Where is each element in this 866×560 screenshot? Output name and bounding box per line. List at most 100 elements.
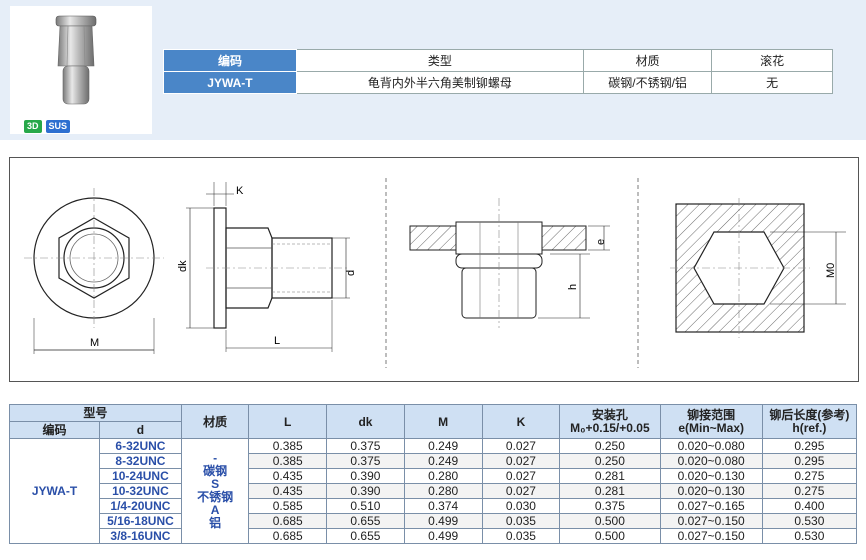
table-row: 3/8-16UNC 0.685 0.655 0.499 0.035 0.500 … [10, 528, 858, 544]
row-d[interactable]: 10-24UNC [99, 468, 182, 484]
header-height-title: 铆后长度(参考) [769, 407, 850, 422]
material-value: 碳钢/不锈钢/铝 [582, 71, 713, 94]
row-grip: 0.027~0.165 [659, 498, 763, 514]
table-row: 10-32UNC 0.435 0.390 0.280 0.027 0.281 0… [10, 483, 858, 499]
row-d[interactable]: 1/4-20UNC [99, 498, 182, 514]
row-dk: 0.375 [326, 438, 405, 454]
row-d[interactable]: 5/16-18UNC [99, 513, 182, 529]
end-view: M [24, 188, 164, 354]
header-d: d [99, 421, 182, 439]
row-h: 0.295 [761, 438, 858, 454]
row-grip: 0.027~0.150 [659, 513, 763, 529]
header-material: 材质 [180, 404, 250, 439]
row-grip: 0.027~0.150 [659, 528, 763, 544]
row-dk: 0.390 [326, 468, 405, 484]
product-thumbnail[interactable]: 3D SUS [10, 6, 152, 134]
header-K: K [481, 404, 561, 439]
label-dk: dk [177, 260, 189, 272]
header-grip-sub: e(Min~Max) [678, 420, 744, 435]
header-code: 编码 [8, 421, 101, 439]
table-row: 8-32UNC 0.385 0.375 0.249 0.027 0.250 0.… [10, 453, 858, 469]
header-dk: dk [326, 404, 405, 439]
row-L: 0.585 [248, 498, 328, 514]
row-L: 0.385 [248, 453, 328, 469]
installed-section-view: e h [409, 198, 610, 328]
material-line: - [213, 451, 218, 465]
label-M: M [90, 337, 99, 349]
header-hole: 安装孔 M₀+0.15/+0.05 [559, 404, 661, 439]
row-grip: 0.020~0.130 [659, 468, 763, 484]
row-grip: 0.020~0.130 [659, 483, 763, 499]
row-K: 0.027 [481, 438, 561, 454]
spec-table: 型号 材质 L dk M K 安装孔 M₀+0.15/+0.05 铆接范围 e(… [8, 404, 858, 544]
row-dk: 0.510 [326, 498, 405, 514]
row-h: 0.530 [761, 528, 858, 544]
code-value[interactable]: JYWA-T [163, 71, 297, 94]
table-row: 5/16-18UNC 0.685 0.655 0.499 0.035 0.500… [10, 513, 858, 529]
row-M: 0.499 [403, 513, 483, 529]
row-d[interactable]: 8-32UNC [99, 453, 182, 469]
row-M: 0.249 [403, 438, 483, 454]
row-K: 0.035 [481, 528, 561, 544]
row-K: 0.035 [481, 513, 561, 529]
product-code-table: 编码 类型 材质 滚花 JYWA-T 龟背内外半六角美制铆螺母 碳钢/不锈钢/铝… [163, 49, 833, 94]
row-hole: 0.250 [559, 438, 661, 454]
sus-badge[interactable]: SUS [45, 120, 71, 133]
row-L: 0.685 [248, 513, 328, 529]
3d-badge[interactable]: 3D [24, 120, 42, 133]
row-h: 0.275 [761, 483, 858, 499]
label-M0: M0 [825, 263, 837, 278]
material-line: 不锈钢 [197, 490, 234, 504]
row-M: 0.499 [403, 528, 483, 544]
header-L: L [248, 404, 328, 439]
header-grip-title: 铆接范围 [687, 407, 736, 422]
row-L: 0.385 [248, 438, 328, 454]
header-material: 材质 [582, 49, 713, 72]
table-row: 1/4-20UNC 0.585 0.510 0.374 0.030 0.375 … [10, 498, 858, 514]
label-e: e [595, 239, 607, 245]
material-line: 铝 [209, 516, 222, 530]
header-hole-sub: M₀+0.15/+0.05 [570, 420, 650, 435]
side-view: K dk d L [177, 182, 357, 352]
row-M: 0.374 [403, 498, 483, 514]
row-d[interactable]: 6-32UNC [99, 438, 182, 454]
row-hole: 0.281 [559, 468, 661, 484]
mounting-hole-view: M0 [670, 198, 846, 338]
row-h: 0.295 [761, 453, 858, 469]
row-L: 0.435 [248, 468, 328, 484]
header-grip: 铆接范围 e(Min~Max) [659, 404, 763, 439]
row-h: 0.275 [761, 468, 858, 484]
row-K: 0.027 [481, 468, 561, 484]
row-hole: 0.500 [559, 513, 661, 529]
row-M: 0.249 [403, 453, 483, 469]
header-code: 编码 [163, 49, 297, 72]
table-row: JYWA-T 6-32UNC - 碳钢 S 不锈钢 A 铝 0.385 0.37… [8, 438, 858, 544]
row-hole: 0.250 [559, 453, 661, 469]
row-K: 0.027 [481, 453, 561, 469]
row-L: 0.435 [248, 483, 328, 499]
rivet-nut-image [55, 15, 97, 105]
row-h: 0.400 [761, 498, 858, 514]
row-M: 0.280 [403, 483, 483, 499]
header-knurl: 滚花 [711, 49, 833, 72]
spec-code[interactable]: JYWA-T [8, 438, 101, 544]
header-type: 类型 [295, 49, 584, 72]
row-hole: 0.375 [559, 498, 661, 514]
row-K: 0.030 [481, 498, 561, 514]
type-value: 龟背内外半六角美制铆螺母 [295, 71, 584, 94]
row-grip: 0.020~0.080 [659, 453, 763, 469]
row-hole: 0.281 [559, 483, 661, 499]
header-M: M [403, 404, 483, 439]
row-dk: 0.375 [326, 453, 405, 469]
label-K: K [236, 185, 244, 197]
row-hole: 0.500 [559, 528, 661, 544]
label-L: L [274, 335, 280, 347]
header-hole-title: 安装孔 [591, 407, 628, 422]
technical-drawing: M K dk d L [9, 157, 859, 382]
table-row: 10-24UNC 0.435 0.390 0.280 0.027 0.281 0… [10, 468, 858, 484]
row-d[interactable]: 10-32UNC [99, 483, 182, 499]
row-d[interactable]: 3/8-16UNC [99, 528, 182, 544]
material-line: S [211, 477, 220, 491]
row-K: 0.027 [481, 483, 561, 499]
row-h: 0.530 [761, 513, 858, 529]
